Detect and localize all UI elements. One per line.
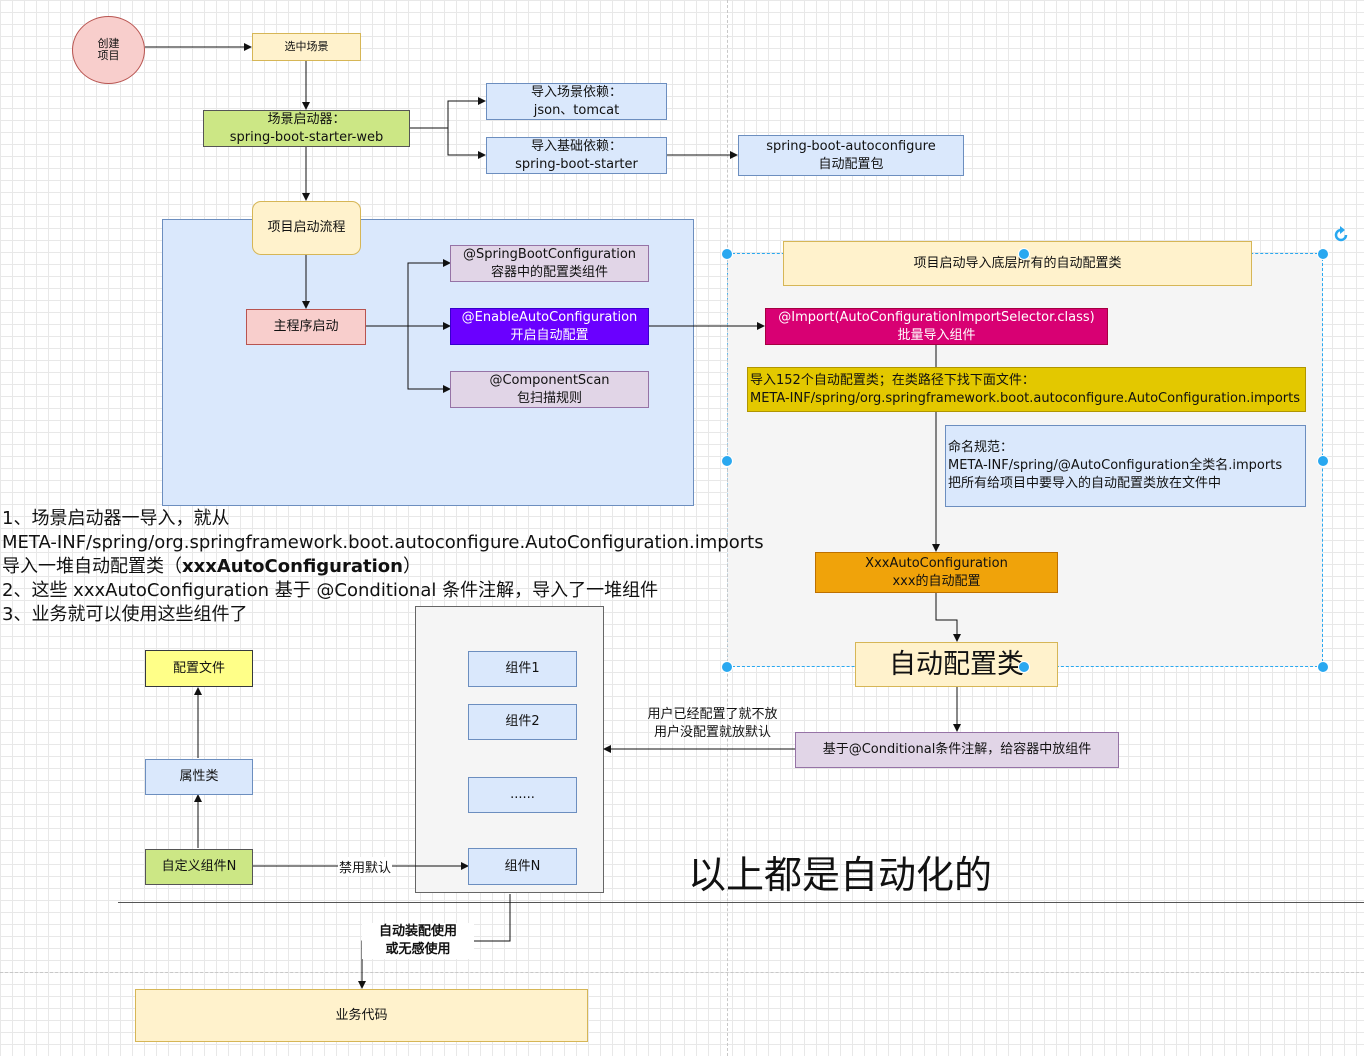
note-line-1: 1、场景启动器一导入，就从 — [2, 508, 230, 529]
node-label: 容器中的配置类组件 — [490, 264, 608, 280]
business-code-node[interactable]: 业务代码 — [135, 989, 588, 1042]
main-start-node[interactable]: 主程序启动 — [246, 309, 366, 345]
node-label: 属性类 — [179, 769, 219, 784]
node-label: 选中场景 — [284, 40, 329, 53]
component-1-node[interactable]: 组件1 — [468, 651, 577, 687]
node-label: 自动配置包 — [818, 156, 884, 172]
node-label: 导入基础依赖： — [530, 138, 622, 154]
starter-node[interactable]: 场景启动器： spring-boot-starter-web — [203, 110, 410, 147]
selection-handle[interactable] — [1317, 661, 1329, 673]
selection-handle[interactable] — [1317, 248, 1329, 260]
node-label: xxx的自动配置 — [892, 573, 981, 589]
horizontal-page-break — [0, 972, 1364, 973]
note-line-2: 导入一堆自动配置类（xxxAutoConfiguration） — [2, 555, 747, 579]
node-label: spring-boot-autoconfigure — [766, 138, 936, 154]
node-label: 组件1 — [505, 661, 540, 676]
import-selector-node[interactable]: @Import(AutoConfigurationImportSelector.… — [765, 308, 1108, 345]
edge-label-line: 用户已经配置了就不放 — [647, 707, 778, 722]
node-label: 命名规范： — [948, 440, 1014, 455]
selection-handle[interactable] — [721, 455, 733, 467]
node-label: 项目启动流程 — [267, 220, 346, 235]
select-scene-node[interactable]: 选中场景 — [252, 33, 361, 61]
edge-label-line: 用户没配置就放默认 — [653, 725, 771, 740]
component-ellipsis-node[interactable]: ...... — [468, 777, 577, 813]
node-label: 开启自动配置 — [510, 327, 589, 343]
create-project-node[interactable]: 创建 项目 — [72, 16, 145, 84]
node-label: @ComponentScan — [489, 372, 610, 388]
node-label: 导入152个自动配置类；在类路径下找下面文件： — [750, 372, 1035, 388]
enableautoconfiguration-node[interactable]: @EnableAutoConfiguration 开启自动配置 — [450, 308, 649, 345]
node-label: 把所有给项目中要导入的自动配置类放在文件中 — [948, 476, 1222, 491]
note-line-3: 2、这些 xxxAutoConfiguration 基于 @Conditiona… — [2, 580, 659, 601]
notes-text: 1、场景启动器一导入，就从 META-INF/spring/org.spring… — [2, 507, 764, 627]
node-label: META-INF/spring/@AutoConfiguration全类名.im… — [948, 458, 1283, 473]
node-label: @EnableAutoConfiguration — [461, 309, 638, 325]
node-label: 项目启动导入底层所有的自动配置类 — [913, 255, 1122, 271]
node-label: spring-boot-starter-web — [229, 129, 384, 145]
componentscan-node[interactable]: @ComponentScan 包扫描规则 — [450, 371, 649, 408]
automation-label: 以上都是自动化的 — [688, 853, 993, 897]
node-label: XxxAutoConfiguration — [865, 555, 1008, 571]
edge-label-line: 自动装配使用 — [378, 924, 457, 939]
separator-line — [118, 902, 1364, 903]
rotate-icon[interactable] — [1331, 225, 1351, 245]
note-line-path: META-INF/spring/org.springframework.boot… — [2, 532, 764, 553]
node-label: META-INF/spring/org.springframework.boot… — [750, 390, 1301, 406]
import-all-auto-node[interactable]: 项目启动导入底层所有的自动配置类 — [783, 241, 1252, 286]
edge-main-to-springbootconfig — [407, 259, 451, 326]
auto-use-label: 自动装配使用 或无感使用 — [362, 923, 474, 959]
node-label: 创建 — [97, 37, 120, 50]
selection-handle[interactable] — [1018, 248, 1030, 260]
note-line-4: 3、业务就可以使用这些组件了 — [2, 604, 248, 625]
naming-rule-node[interactable]: 命名规范： META-INF/spring/@AutoConfiguration… — [945, 425, 1306, 507]
xxx-autoconfiguration-node[interactable]: XxxAutoConfiguration xxx的自动配置 — [815, 552, 1058, 593]
node-label: @Import(AutoConfigurationImportSelector.… — [778, 309, 1095, 325]
conditional-node[interactable]: 基于@Conditional条件注解，给容器中放组件 — [795, 732, 1119, 768]
edge-main-to-componentscan — [407, 326, 451, 393]
component-n-node[interactable]: 组件N — [468, 848, 577, 885]
autoconfigure-package-node[interactable]: spring-boot-autoconfigure 自动配置包 — [738, 135, 964, 176]
note-line-2-suffix: ） — [402, 556, 421, 577]
node-label: 配置文件 — [172, 660, 225, 676]
edge-starter-to-base-deps — [447, 128, 486, 159]
selection-handle[interactable] — [721, 248, 733, 260]
edge-label-line: 或无感使用 — [385, 942, 451, 957]
node-label: 主程序启动 — [273, 319, 339, 334]
node-label: 项目 — [97, 49, 120, 62]
property-class-node[interactable]: 属性类 — [145, 759, 253, 795]
vertical-page-break — [727, 0, 728, 1056]
note-line-2-bold: xxxAutoConfiguration — [182, 556, 403, 577]
component-2-node[interactable]: 组件2 — [468, 704, 577, 740]
import-base-deps-node[interactable]: 导入基础依赖： spring-boot-starter — [486, 137, 667, 174]
node-label: 业务代码 — [335, 1007, 388, 1023]
node-label: 自动配置类 — [889, 648, 1024, 680]
selection-handle[interactable] — [1317, 455, 1329, 467]
default-rule-label: 用户已经配置了就不放 用户没配置就放默认 — [620, 706, 805, 742]
selection-handle[interactable] — [721, 661, 733, 673]
selection-handle[interactable] — [1018, 661, 1030, 673]
edge-xxx-to-autoclass — [935, 593, 961, 642]
note-line-2-prefix: 导入一堆自动配置类（ — [2, 556, 182, 577]
node-label: 组件2 — [505, 714, 540, 729]
node-label: 基于@Conditional条件注解，给容器中放组件 — [822, 742, 1092, 757]
config-file-node[interactable]: 配置文件 — [145, 650, 253, 687]
springbootconfiguration-node[interactable]: @SpringBootConfiguration 容器中的配置类组件 — [450, 245, 649, 282]
startup-flow-node[interactable]: 项目启动流程 — [252, 201, 361, 255]
import-scene-deps-node[interactable]: 导入场景依赖： json、tomcat — [486, 83, 667, 120]
node-label: spring-boot-starter — [515, 156, 638, 172]
custom-component-node[interactable]: 自定义组件N — [145, 849, 253, 885]
edge-starter-to-scene-deps — [410, 97, 486, 129]
node-label: 场景启动器： — [267, 111, 346, 127]
node-label: json、tomcat — [533, 102, 620, 118]
disable-default-label: 禁用默认 — [338, 857, 393, 876]
node-label: 批量导入组件 — [897, 327, 976, 343]
node-label: 自定义组件N — [161, 859, 237, 874]
import-152-node[interactable]: 导入152个自动配置类；在类路径下找下面文件： META-INF/spring/… — [747, 367, 1306, 412]
node-label: 组件N — [504, 858, 541, 874]
node-label: 包扫描规则 — [516, 390, 582, 406]
node-label: 导入场景依赖： — [530, 84, 622, 100]
node-label: ...... — [510, 787, 535, 802]
node-label: @SpringBootConfiguration — [462, 246, 637, 262]
